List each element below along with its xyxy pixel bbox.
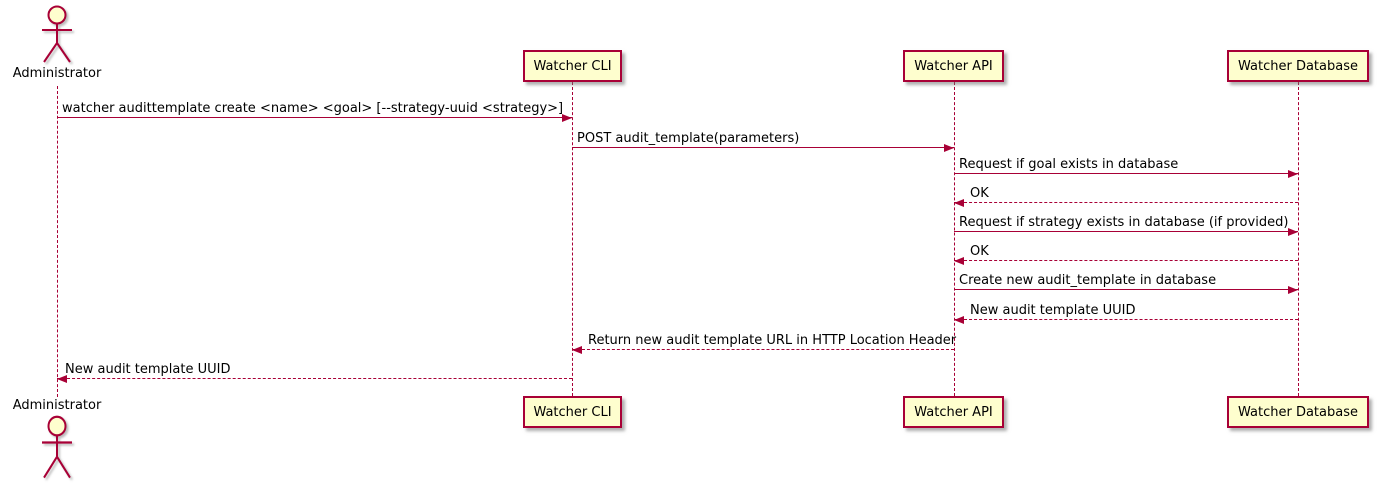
message-10: New audit template UUID — [57, 362, 572, 383]
message-line — [57, 114, 572, 122]
message-label: New audit template UUID — [65, 362, 231, 377]
message-label: OK — [970, 244, 989, 259]
actor-label: Administrator — [12, 398, 102, 413]
arrow-right-icon — [1288, 170, 1298, 178]
message-1: watcher audittemplate create <name> <goa… — [57, 101, 572, 122]
message-label: watcher audittemplate create <name> <goa… — [62, 101, 564, 116]
lifeline-administrator — [57, 86, 58, 397]
message-line — [954, 316, 1298, 324]
participant-label: Watcher CLI — [533, 58, 612, 74]
arrow-right-icon — [562, 114, 572, 122]
message-2: POST audit_template(parameters) — [572, 131, 954, 152]
message-label: New audit template UUID — [970, 303, 1136, 318]
participant-label: Watcher CLI — [533, 404, 612, 420]
arrow-left-icon — [954, 257, 964, 265]
participant-label: Watcher API — [914, 58, 993, 74]
message-4: OK — [954, 186, 1298, 207]
message-8: New audit template UUID — [954, 303, 1298, 324]
arrow-right-icon — [1288, 228, 1298, 236]
message-label: Return new audit template URL in HTTP Lo… — [588, 333, 957, 348]
message-line — [954, 257, 1298, 265]
participant-label: Watcher Database — [1238, 58, 1358, 74]
message-line — [954, 228, 1298, 236]
message-9: Return new audit template URL in HTTP Lo… — [572, 333, 957, 354]
participant-watcher-database-top: Watcher Database — [1227, 50, 1369, 82]
message-3: Request if goal exists in database — [954, 157, 1298, 178]
actor-icon — [42, 415, 72, 479]
participant-label: Watcher Database — [1238, 404, 1358, 420]
arrow-left-icon — [954, 199, 964, 207]
message-label: OK — [970, 186, 989, 201]
message-line — [954, 170, 1298, 178]
participant-watcher-api-bottom: Watcher API — [903, 396, 1004, 428]
message-7: Create new audit_template in database — [954, 273, 1298, 294]
message-line — [572, 346, 954, 354]
message-line — [954, 286, 1298, 294]
message-label: Request if goal exists in database — [959, 157, 1179, 172]
message-label: Request if strategy exists in database (… — [959, 215, 1289, 230]
message-6: OK — [954, 244, 1298, 265]
message-label: Create new audit_template in database — [959, 273, 1217, 288]
message-line — [954, 199, 1298, 207]
participant-watcher-database-bottom: Watcher Database — [1227, 396, 1369, 428]
actor-label: Administrator — [12, 66, 102, 81]
arrow-left-icon — [954, 316, 964, 324]
message-label: POST audit_template(parameters) — [577, 131, 800, 146]
lifeline-watcher-cli — [572, 82, 573, 396]
participant-watcher-api-top: Watcher API — [903, 50, 1004, 82]
participant-watcher-cli-top: Watcher CLI — [523, 50, 622, 82]
lifeline-watcher-database — [1298, 82, 1299, 396]
participant-watcher-cli-bottom: Watcher CLI — [523, 396, 622, 428]
lifeline-watcher-api — [954, 82, 955, 396]
actor-icon — [42, 5, 72, 63]
arrow-left-icon — [572, 346, 582, 354]
arrow-right-icon — [1288, 286, 1298, 294]
message-line — [572, 144, 954, 152]
participant-label: Watcher API — [914, 404, 993, 420]
arrow-right-icon — [944, 144, 954, 152]
message-line — [57, 375, 572, 383]
message-5: Request if strategy exists in database (… — [954, 215, 1298, 236]
arrow-left-icon — [57, 375, 67, 383]
